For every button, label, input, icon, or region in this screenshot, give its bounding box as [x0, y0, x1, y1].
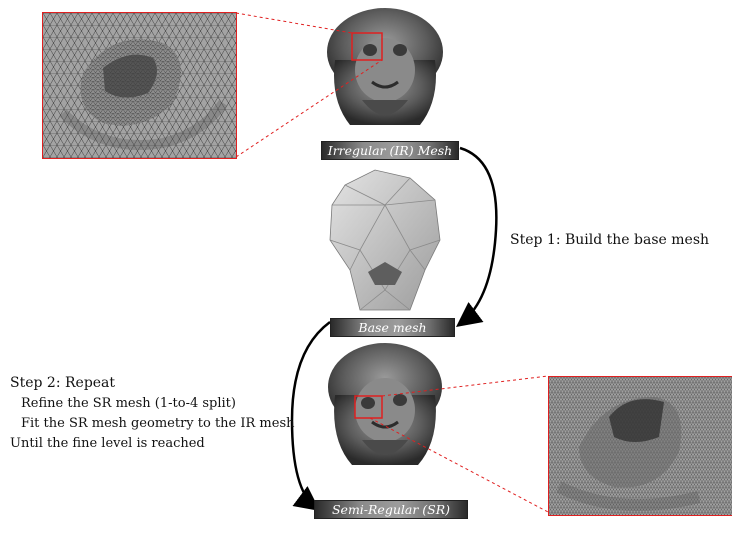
- step2-refine: Refine the SR mesh (1-to-4 split): [21, 396, 236, 411]
- step2-arrow: [292, 322, 330, 508]
- semi-regular-mesh-zoom-inset: [548, 376, 732, 516]
- semi-regular-mesh-label: Semi-Regular (SR) mesh: [314, 500, 468, 519]
- zoom-connector-top: [236, 13, 352, 33]
- step2-title: Step 2: Repeat: [10, 375, 115, 391]
- irregular-mesh-label: Irregular (IR) Mesh: [321, 141, 459, 160]
- step1-title: Step 1: Build the base mesh: [510, 232, 709, 248]
- step1-arrow: [460, 148, 496, 324]
- step2-until: Until the fine level is reached: [10, 436, 205, 451]
- step2-fit: Fit the SR mesh geometry to the IR mesh: [21, 416, 294, 431]
- semi-regular-mesh-zoom-image: [549, 377, 732, 515]
- base-mesh-lion: [330, 170, 440, 310]
- irregular-mesh-lion: [327, 8, 443, 125]
- base-mesh-label: Base mesh: [330, 318, 455, 337]
